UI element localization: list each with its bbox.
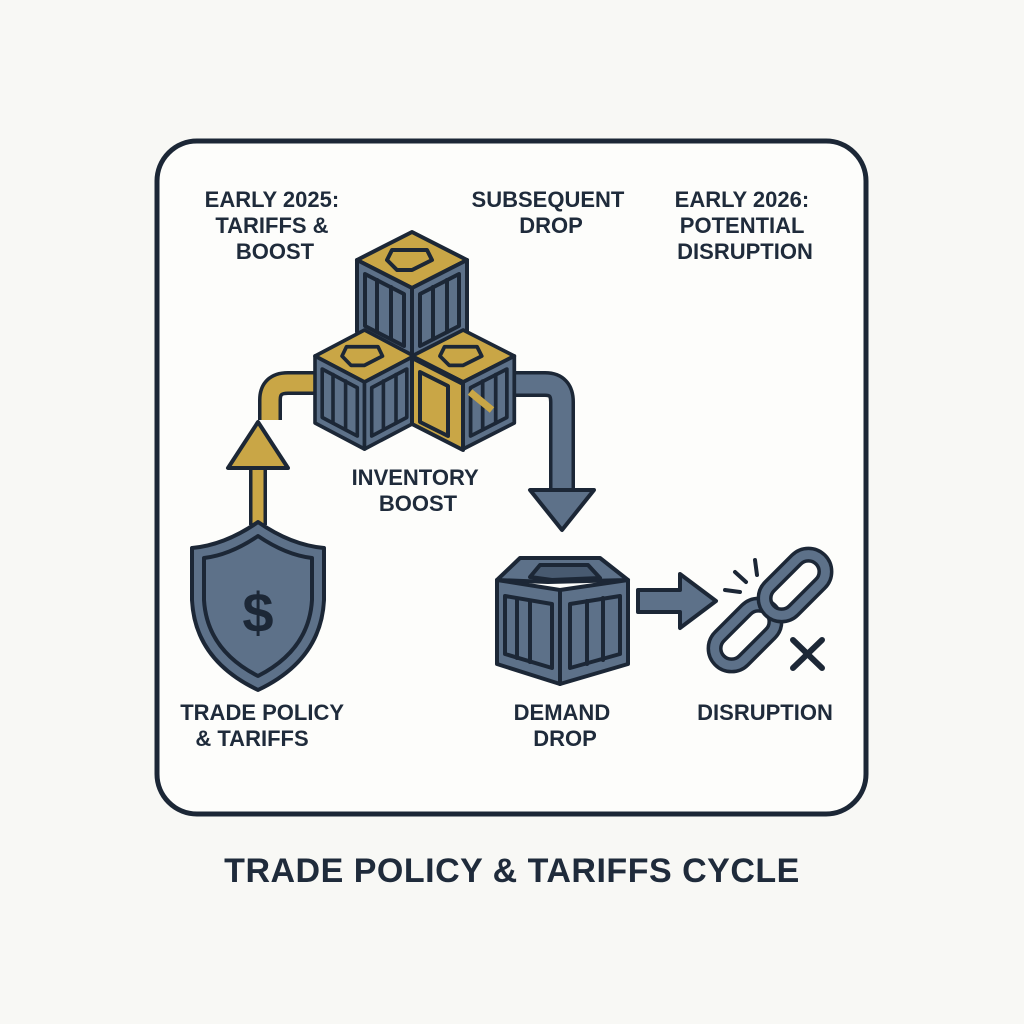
gold-arrow-up-icon — [226, 371, 322, 525]
inventory-boost-label: INVENTORY BOOST — [352, 465, 485, 516]
inventory-boxes-icon — [313, 230, 517, 452]
trade-policy-label: TRADE POLICY & TARIFFS — [180, 700, 350, 751]
early-2025-label: EARLY 2025: TARIFFS & BOOST — [205, 187, 346, 264]
early-2026-label: EARLY 2026: POTENTIAL DISRUPTION — [675, 187, 816, 264]
disruption-label: DISRUPTION — [697, 700, 833, 725]
slate-arrow-down-icon — [512, 371, 596, 532]
x-mark-icon — [790, 637, 825, 671]
diagram-title: TRADE POLICY & TARIFFS CYCLE — [224, 852, 800, 890]
dollar-symbol: $ — [242, 581, 273, 644]
arrow-right-icon — [636, 572, 718, 630]
diagram-frame — [154, 138, 869, 817]
shield-dollar-icon: $ — [190, 520, 326, 692]
demand-drop-label: DEMAND DROP — [514, 700, 617, 751]
empty-box-icon — [495, 556, 630, 686]
broken-chain-icon — [706, 546, 834, 674]
subsequent-drop-label: SUBSEQUENT DROP — [472, 187, 631, 238]
